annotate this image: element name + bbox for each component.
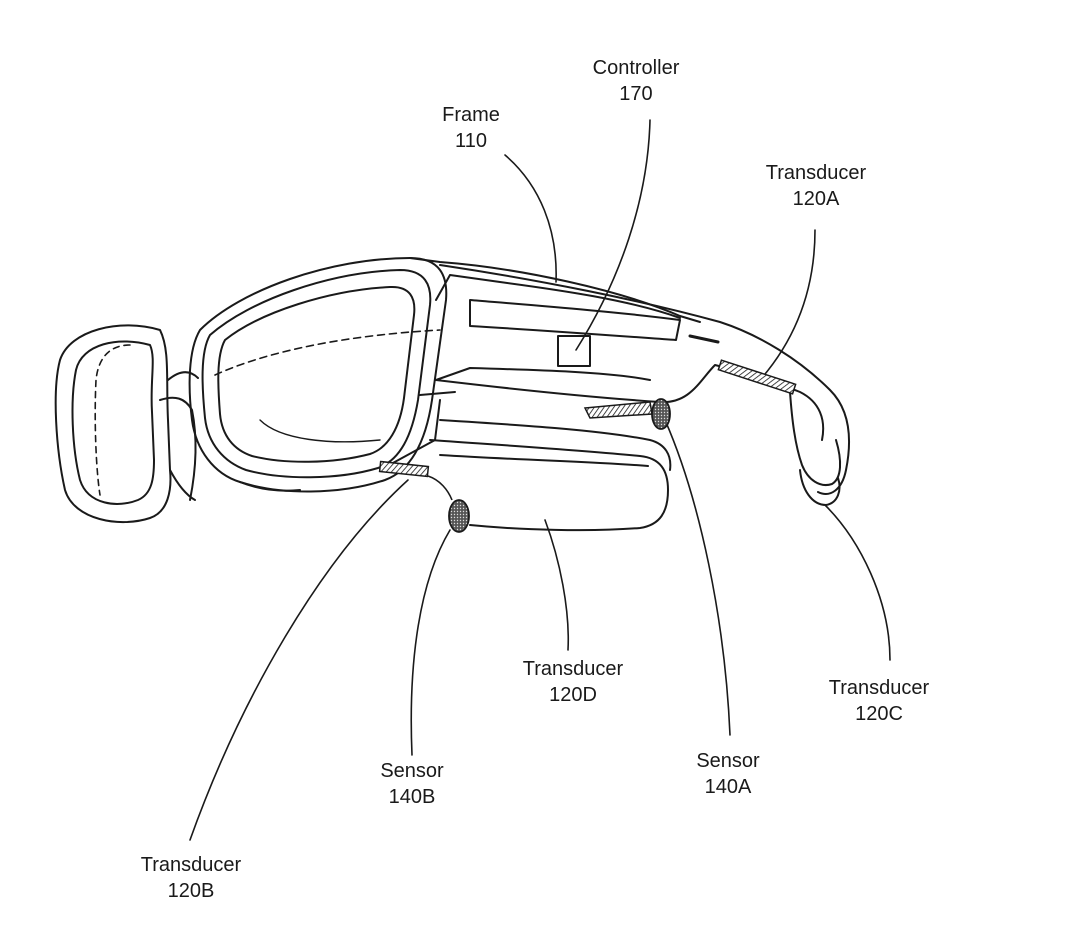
temple-arm-lower [429,439,669,532]
transducer-120d-pad [583,401,653,419]
label-sensor-140b-name: Sensor [380,760,444,782]
left-lens-frame [54,324,172,524]
leader-transducer-120c [824,504,891,661]
label-transducer-120c-name: Transducer [828,677,930,699]
transducer-120b-pad [378,460,430,478]
leader-sensor-140a [664,419,731,736]
label-transducer-120a: Transducer 120A [766,160,866,212]
label-controller-ref: 170 [619,83,653,105]
nose-bridge [167,371,199,501]
temple-hook [789,391,842,486]
leader-controller [575,119,651,351]
label-frame-name: Frame [442,104,500,126]
label-transducer-120d: Transducer 120D [523,656,623,708]
leader-transducer-120d [544,519,570,651]
label-transducer-120a-ref: 120A [792,188,840,210]
label-transducer-120c-ref: 120C [855,703,903,725]
label-sensor-140b: Sensor 140B [380,758,443,810]
frame-brow [409,257,701,323]
right-lens-frame [188,257,448,493]
label-transducer-120c: Transducer 120C [829,675,929,727]
label-sensor-140b-ref: 140B [388,786,436,808]
left-lens-inner [71,340,155,505]
leader-sensor-140b [410,529,451,756]
label-transducer-120d-ref: 120D [549,684,597,706]
leader-frame [504,154,557,283]
label-frame-ref: 110 [455,130,487,152]
leader-transducer-120a [759,229,816,381]
label-controller: Controller 170 [593,55,680,107]
label-transducer-120a-name: Transducer [765,162,867,184]
label-transducer-120b-ref: 120B [167,880,215,902]
sensor-140b [448,499,470,533]
transducer-120a-pad [717,359,797,395]
label-sensor-140a: Sensor 140A [696,748,759,800]
controller-box [557,335,591,367]
label-transducer-120b-name: Transducer [140,854,242,876]
label-frame: Frame 110 [442,102,500,154]
temple-arm-near [439,264,850,495]
label-transducer-120d-name: Transducer [522,658,624,680]
label-sensor-140a-name: Sensor [696,750,760,772]
controller-recess [469,299,681,341]
label-transducer-120b: Transducer 120B [141,852,241,904]
right-lens [217,285,416,463]
sensor-140a [651,398,671,430]
leader-transducer-120b [189,479,409,841]
label-controller-name: Controller [592,57,680,79]
label-sensor-140a-ref: 140A [704,776,752,798]
